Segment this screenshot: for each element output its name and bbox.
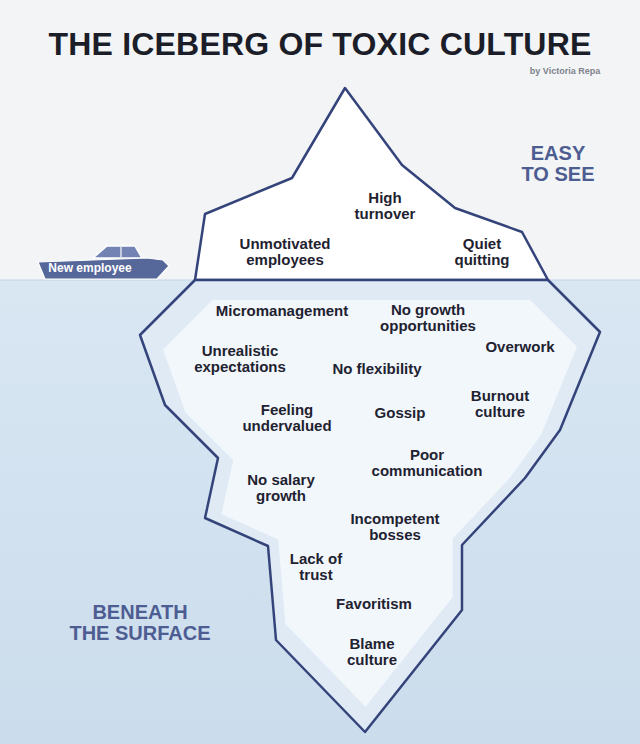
visible-sign: Quiet quitting <box>448 236 516 269</box>
hidden-cause: Burnout culture <box>461 388 539 421</box>
hidden-cause: No growth opportunities <box>368 302 488 335</box>
hidden-cause: Overwork <box>470 339 570 356</box>
boat-cabin <box>93 246 142 258</box>
hidden-cause: Incompetent bosses <box>340 511 450 544</box>
visible-sign: Unmotivated employees <box>226 236 344 269</box>
visible-sign: High turnover <box>345 190 425 223</box>
hidden-cause: Gossip <box>360 405 440 422</box>
hidden-cause: No salary growth <box>234 472 329 505</box>
water <box>0 280 640 744</box>
sky <box>0 0 640 280</box>
boat-window-frame <box>120 247 121 257</box>
hidden-cause: Blame culture <box>339 636 405 669</box>
text-line: BENEATH <box>55 602 225 623</box>
byline: by Victoria Repa <box>515 67 615 77</box>
hidden-cause: Favoritism <box>319 596 429 613</box>
text-line: THE SURFACE <box>55 623 225 644</box>
zone-label: BENEATH THE SURFACE <box>55 602 225 644</box>
boat: New employee <box>35 238 171 280</box>
iceberg-tip-outline <box>195 88 548 280</box>
boat-label: New employee <box>35 262 145 275</box>
title: THE ICEBERG OF TOXIC CULTURE <box>8 27 632 62</box>
hidden-cause: Feeling undervalued <box>235 402 340 435</box>
hidden-cause: Poor communication <box>365 447 490 480</box>
hidden-cause: Unrealistic expectations <box>183 343 298 376</box>
hidden-cause: Micromanagement <box>197 303 367 320</box>
iceberg-base-highlight <box>163 300 577 707</box>
hidden-cause: Lack of trust <box>281 551 351 584</box>
iceberg-tip: High turnoverUnmotivated employees Quiet … <box>188 84 552 282</box>
hidden-cause: No flexibility <box>307 361 447 378</box>
iceberg-base: MicromanagementNo growth opportunitiesOv… <box>135 278 605 738</box>
zone-label: EASY TO SEE <box>518 143 598 185</box>
iceberg-base-outline <box>140 280 600 732</box>
